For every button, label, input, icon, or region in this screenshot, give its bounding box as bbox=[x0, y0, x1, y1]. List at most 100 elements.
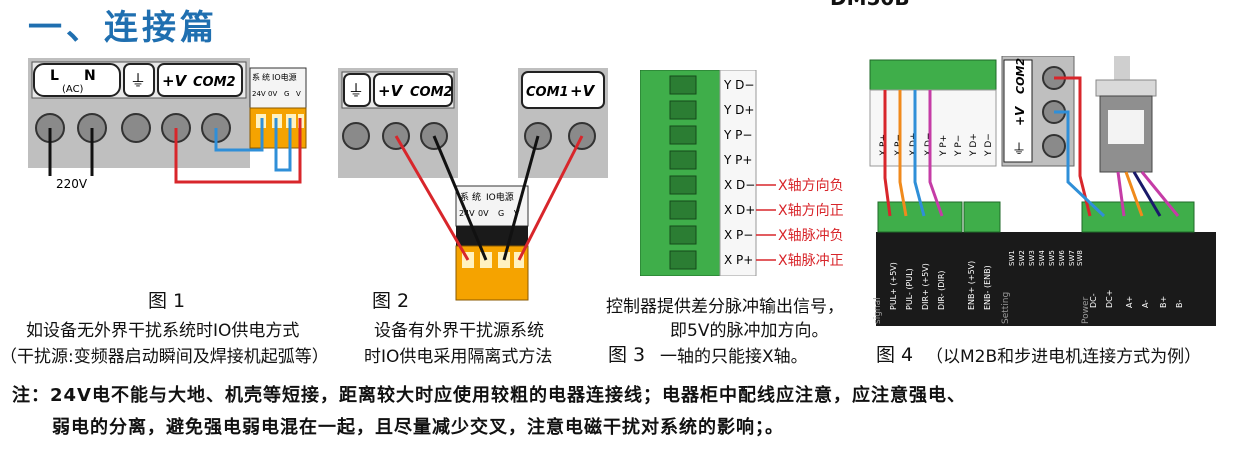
psu-blue-wire bbox=[1054, 110, 1106, 218]
pin-g: G bbox=[284, 90, 289, 98]
pin-label: Y P− bbox=[954, 135, 964, 157]
power-label: A- bbox=[1141, 300, 1150, 308]
pin-slot bbox=[669, 75, 697, 95]
connector-pins bbox=[669, 75, 697, 270]
motor-wire-a-minus bbox=[1124, 171, 1144, 217]
label-com1: COM1 bbox=[526, 85, 569, 100]
driver-switch-labels: SW1 SW2 SW3 SW4 SW5 SW6 SW7 SW8 bbox=[1008, 250, 1084, 266]
label-com2: COM2 bbox=[410, 85, 453, 100]
pin-label: Y D− bbox=[984, 133, 994, 157]
switch-label: SW8 bbox=[1076, 250, 1084, 266]
annotation-x-pul-pos: X轴脉冲正 bbox=[778, 253, 844, 269]
pin-slot bbox=[669, 100, 697, 120]
power-label: DC- bbox=[1089, 293, 1098, 308]
black-wire-right bbox=[502, 135, 540, 261]
connector-header-2: 统 bbox=[262, 72, 270, 82]
pin-label-strip bbox=[869, 89, 997, 167]
pin-slot bbox=[669, 250, 697, 270]
label-com2: COM2 bbox=[193, 75, 236, 90]
figure-4-label: 图 4 bbox=[876, 344, 914, 366]
driver-label: ENB- (ENB) bbox=[983, 265, 992, 310]
figure-3-caption-3: 一轴的只能接X轴。 bbox=[660, 347, 808, 367]
annotation-x-dir-pos: X轴方向正 bbox=[778, 203, 844, 219]
driver-enable-connector bbox=[963, 201, 1001, 233]
pin-label: Y P+ bbox=[939, 135, 949, 157]
connector-header-3: IO电源 bbox=[486, 191, 514, 203]
label-plus-v-2: +V bbox=[570, 82, 596, 100]
ground-label-box bbox=[123, 63, 155, 97]
figure-1-caption-2: （干扰源:变频器启动瞬间及焊接机起弧等） bbox=[0, 347, 329, 367]
motor-flange bbox=[1095, 79, 1157, 97]
pin-slot bbox=[669, 175, 697, 195]
driver-power-labels: DC- DC+ A+ A- B+ B- bbox=[1089, 290, 1184, 308]
pin-label: Y D+ bbox=[969, 133, 979, 157]
pin-slot bbox=[669, 125, 697, 145]
pin-label: X D+ bbox=[724, 203, 755, 217]
stepper-driver bbox=[876, 232, 1216, 326]
motor-wire-a-plus bbox=[1116, 171, 1126, 217]
power-label: B- bbox=[1175, 300, 1184, 308]
figure-1-diagram: L N (AC) ⏚ +V COM2 系 统 IO电源 24V 0V G V 2… bbox=[28, 58, 307, 191]
motor-wire-b-minus bbox=[1140, 171, 1180, 217]
page-title: 一、连接篇 bbox=[28, 8, 218, 48]
annotation-x-dir-neg: X轴方向负 bbox=[778, 178, 844, 194]
driver-label: DIR- (DIR) bbox=[937, 270, 946, 310]
switch-label: SW2 bbox=[1018, 250, 1026, 266]
motor-label bbox=[1108, 110, 1144, 144]
blue-wire bbox=[913, 90, 926, 217]
driver-label: PUL- (PUL) bbox=[905, 268, 914, 310]
label-com2: COM2 bbox=[1014, 58, 1027, 94]
note-block: 注：24V电不能与大地、机壳等短接，距离较大时应使用较粗的电器连接线；电器柜中配… bbox=[12, 380, 966, 444]
note-line-2: 弱电的分离，避免强电弱电混在一起，且尽量减少交叉，注意电磁干扰对系统的影响；。 bbox=[52, 417, 784, 438]
screw-icon bbox=[342, 122, 370, 150]
figure-2-caption-2: 时IO供电采用隔离式方法 bbox=[364, 347, 553, 367]
pin-label: X P− bbox=[724, 228, 753, 242]
figure-3-caption-2: 即5V的脉冲加方向。 bbox=[670, 321, 829, 341]
pin-label: X D− bbox=[724, 178, 755, 192]
power-label: B+ bbox=[1159, 296, 1168, 308]
connector-body bbox=[456, 226, 528, 246]
section-label: Power bbox=[1081, 296, 1091, 324]
figure-1-caption-1: 如设备无外界干扰系统时IO供电方式 bbox=[26, 321, 300, 341]
figure-2-label: 图 2 bbox=[372, 290, 410, 312]
figure-2-caption-1: 设备有外界干扰源系统 bbox=[374, 321, 544, 341]
pin-label: Y D− bbox=[723, 78, 754, 92]
pin-v: V bbox=[296, 90, 301, 98]
label-l: L bbox=[50, 68, 59, 84]
pin-slot bbox=[669, 225, 697, 245]
red-wire bbox=[174, 118, 302, 184]
psu-label-strip bbox=[1003, 59, 1033, 163]
switch-label: SW5 bbox=[1048, 250, 1056, 266]
note-line-1: 注：24V电不能与大地、机壳等短接，距离较大时应使用较粗的电器连接线；电器柜中配… bbox=[12, 385, 966, 406]
magenta-wire bbox=[928, 90, 944, 217]
pin-0v: 0V bbox=[478, 209, 489, 218]
com1-v-label-box bbox=[521, 71, 605, 109]
pin-g: G bbox=[498, 209, 504, 218]
connector-header-1: 系 bbox=[460, 192, 469, 203]
power-label: DC+ bbox=[1105, 290, 1114, 308]
power-label: A+ bbox=[1125, 296, 1134, 308]
pin-label-strip bbox=[719, 70, 757, 276]
label-plus-v: +V bbox=[1013, 105, 1027, 126]
driver-signal-connector bbox=[877, 201, 963, 233]
label-plus-v: +V bbox=[162, 72, 188, 90]
label-n: N bbox=[84, 68, 96, 84]
figure-3-caption-1: 控制器提供差分脉冲输出信号， bbox=[606, 297, 844, 317]
pin-0v: 0V bbox=[268, 90, 277, 98]
orange-wire bbox=[898, 90, 908, 217]
label-plus-v: +V bbox=[378, 82, 404, 100]
driver-label: DIR+ (+5V) bbox=[921, 263, 930, 310]
black-wire-left bbox=[432, 135, 488, 261]
switch-label: SW6 bbox=[1058, 250, 1066, 266]
figure-3-diagram: Y D− Y D+ Y P− Y P+ X D− X D+ X P− X P+ … bbox=[640, 70, 844, 276]
red-wire bbox=[883, 90, 892, 217]
driver-section-labels: signal Setting Power bbox=[873, 292, 1091, 324]
driver-label: PUL+ (+5V) bbox=[889, 262, 898, 310]
ground-icon: ⏚ bbox=[130, 71, 146, 90]
motor-wire-b-plus bbox=[1132, 171, 1162, 217]
figure-3-label: 图 3 bbox=[608, 344, 646, 366]
v-com-label-box bbox=[373, 73, 453, 107]
green-connector bbox=[869, 59, 997, 91]
red-wire-left bbox=[394, 135, 470, 261]
voltage-label: 220V bbox=[56, 177, 88, 191]
